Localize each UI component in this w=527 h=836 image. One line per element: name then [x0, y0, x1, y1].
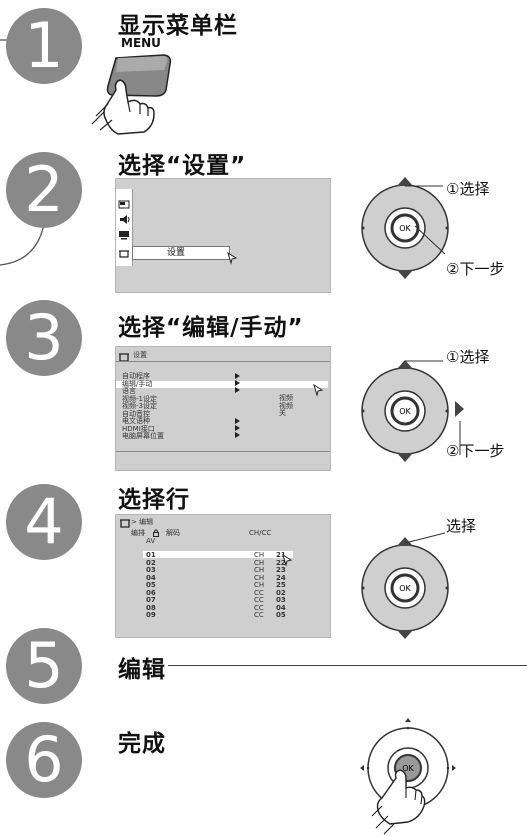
settings-arrows — [235, 373, 240, 438]
step-4-badge: 4 — [6, 484, 82, 560]
edit-header: > 编辑 — [131, 518, 154, 526]
settings-item[interactable]: 电脑屏幕位置 — [122, 432, 164, 440]
callout-lines-3 — [405, 360, 461, 455]
step-3-select-label: ①选择 — [446, 348, 490, 366]
settings-item[interactable]: 语言 — [122, 387, 136, 395]
settings-header: 设置 — [133, 351, 147, 359]
row-av: AV — [146, 537, 156, 545]
svg-text:OK: OK — [402, 764, 414, 773]
table-row[interactable]: 02 — [146, 558, 156, 567]
menu-icons — [118, 200, 130, 258]
table-row[interactable]: 06 — [146, 588, 156, 597]
remote-dpad-4: OK — [361, 537, 449, 639]
step-2-next-label: ②下一步 — [446, 260, 505, 278]
svg-text:OK: OK — [399, 407, 411, 416]
table-row[interactable]: 09 — [146, 611, 156, 619]
settings-item[interactable]: 电文语种 — [122, 417, 150, 425]
row-numbers: 01 02 03 04 05 06 07 08 09 — [146, 551, 156, 620]
step-5-badge: 5 — [6, 628, 82, 704]
table-row[interactable]: 03 — [146, 566, 156, 574]
lock-icon — [153, 529, 159, 540]
callout-lines-4 — [404, 532, 446, 544]
svg-text:OK: OK — [399, 584, 411, 593]
table-row[interactable]: 07 — [146, 596, 156, 604]
remote-dpad-2: OK — [361, 177, 449, 279]
step-2-badge: 2 — [6, 152, 82, 228]
step-3-badge: 3 — [6, 300, 82, 376]
step-4-select-label: 选择 — [446, 517, 477, 535]
menu-label: MENU — [121, 36, 161, 50]
cursor-icon — [313, 383, 324, 397]
row-highlight — [143, 551, 293, 558]
table-row[interactable]: 08 — [146, 603, 156, 612]
step-6-title: 完成 — [118, 731, 166, 757]
step-2-select-label: ①选择 — [446, 180, 490, 198]
edit-screen: > 编辑 编排 解码 CH/CC AV 01 02 03 04 05 06 07… — [115, 514, 331, 638]
remote-dpad-3: OK — [361, 360, 464, 462]
settings-item[interactable]: 编辑/手动 — [122, 379, 153, 388]
table-row[interactable]: 05 — [146, 581, 156, 589]
step-3-next-label: ②下一步 — [446, 442, 505, 460]
ok-button: OK — [399, 224, 411, 233]
step-1-badge: 1 — [6, 8, 82, 84]
table-row[interactable]: 01 — [146, 551, 156, 559]
settings-item[interactable]: HDMI接口 — [122, 424, 155, 433]
step-3-title: 选择“编辑/手动” — [118, 315, 304, 341]
step-2-title: 选择“设置” — [118, 153, 247, 179]
col-chcc: CH/CC — [249, 529, 272, 537]
settings-icon — [120, 519, 130, 528]
callout-lines-2 — [405, 185, 446, 255]
settings-item[interactable]: 视频-3设定 — [122, 402, 157, 410]
table-row[interactable]: 04 — [146, 573, 156, 582]
menu-item-settings-label: 设置 — [167, 248, 186, 258]
cursor-icon — [282, 553, 293, 567]
settings-item[interactable]: 自动程序 — [122, 372, 150, 380]
step-1-title: 显示菜单栏 — [118, 13, 238, 39]
hand-pressing-button-icon — [91, 54, 172, 135]
settings-values: 视频视频关 — [279, 394, 293, 417]
step-5-title: 编辑 — [118, 657, 166, 683]
settings-screen: 设置 自动程序 编辑/手动 语言 视频-1设定 视频-3设定 自动音控 电文语种… — [115, 346, 331, 471]
settings-item[interactable]: 自动音控 — [122, 409, 150, 418]
menu-screen: 设置 — [115, 178, 331, 293]
step-6-badge: 6 — [6, 722, 82, 798]
step-4-title: 选择行 — [118, 487, 190, 513]
col-edit: 编排 — [131, 529, 145, 537]
settings-row-highlight — [116, 381, 328, 388]
step-5-line — [168, 665, 527, 666]
menu-item-settings[interactable]: 设置 — [132, 246, 230, 260]
cursor-icon — [227, 251, 238, 265]
remote-dpad-6-with-hand: OK — [360, 718, 456, 835]
settings-items: 自动程序 编辑/手动 语言 视频-1设定 视频-3设定 自动音控 电文语种 HD… — [122, 372, 164, 441]
settings-item[interactable]: 视频-1设定 — [122, 394, 157, 403]
col-decode: 解码 — [166, 529, 180, 537]
